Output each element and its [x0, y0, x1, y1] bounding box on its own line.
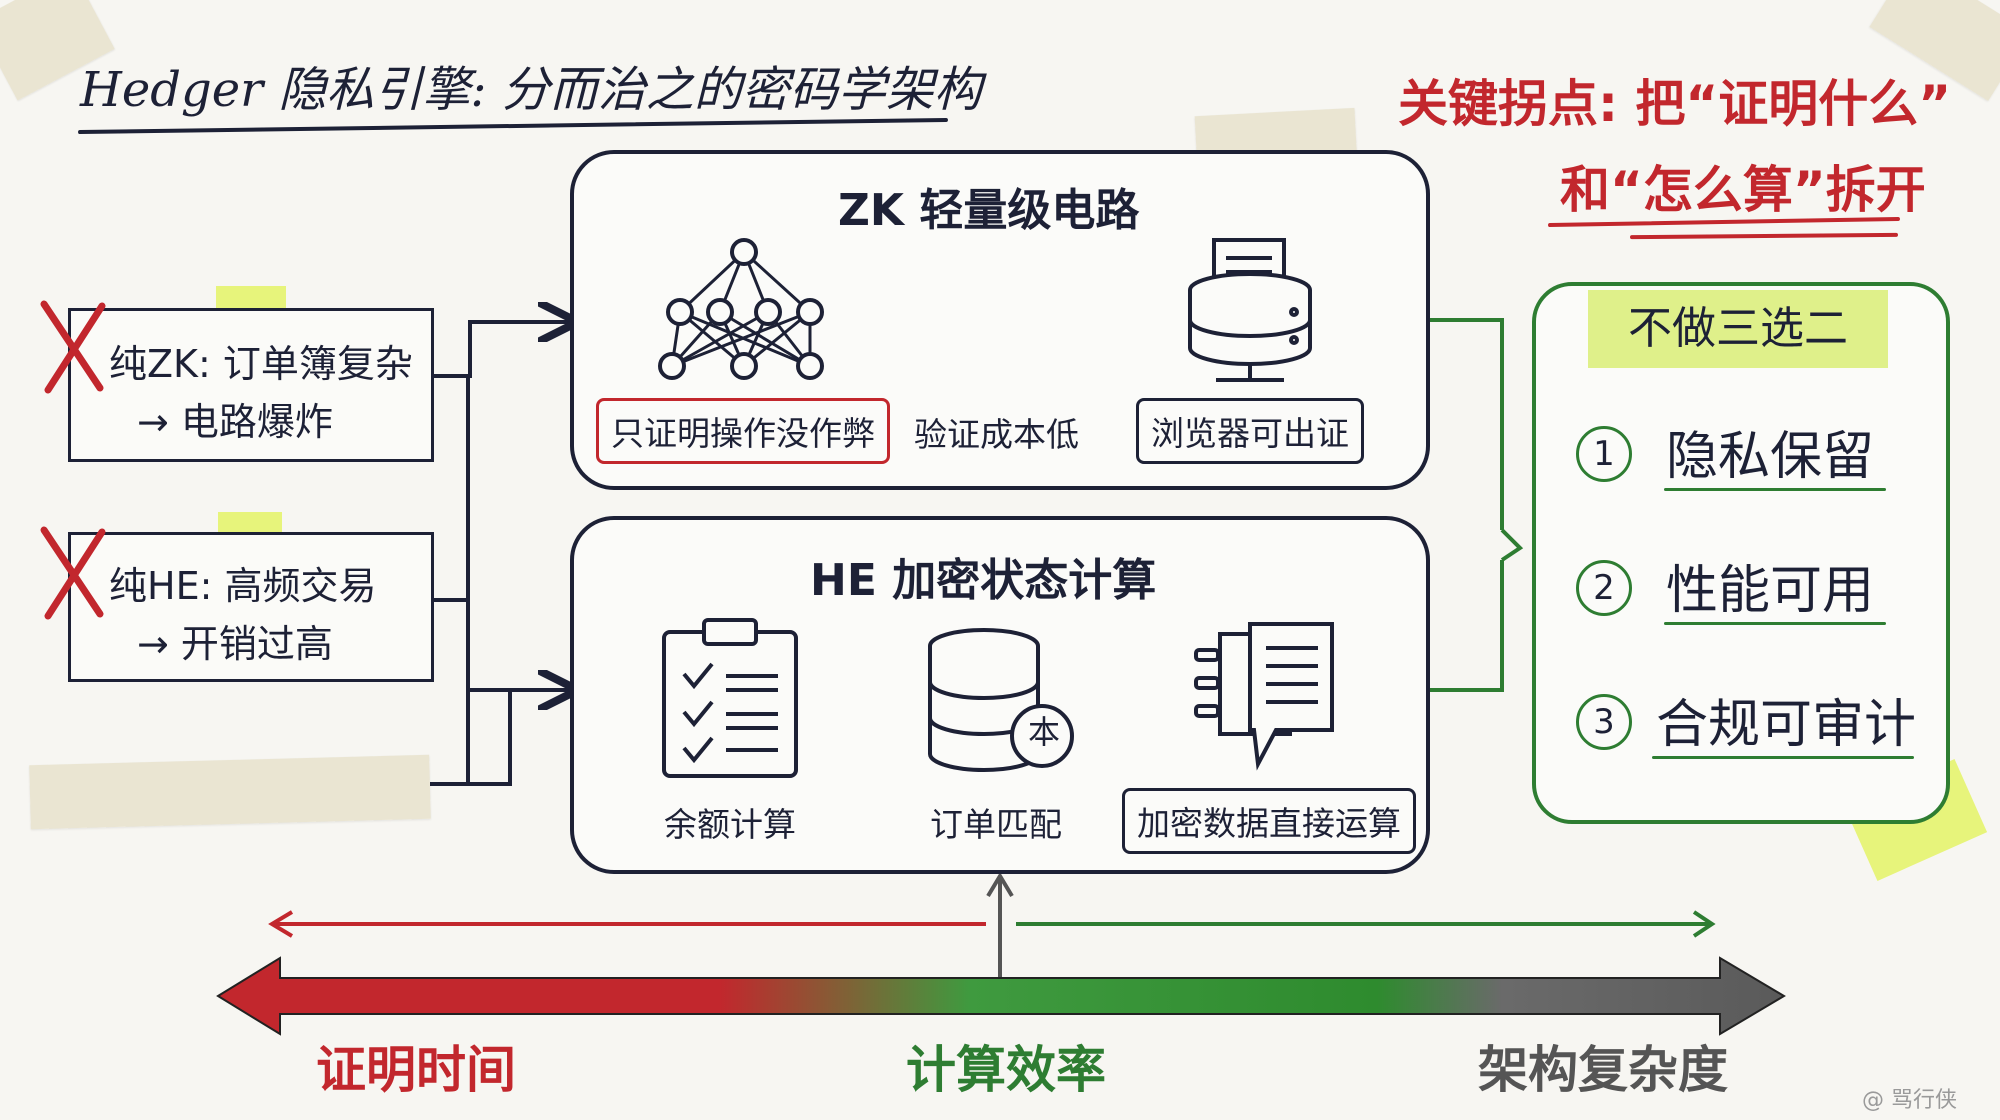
watermark: @ 骂行侠 [1862, 1088, 1957, 1113]
pure-zk-line1: 纯ZK: 订单簿复杂 [109, 342, 413, 386]
he-panel-title: HE 加密状态计算 [810, 555, 1157, 606]
key-point-line2: 和“怎么算”拆开 [1560, 161, 1926, 219]
pure-zk-box: 纯ZK: 订单簿复杂 → 电路爆炸 [68, 308, 434, 462]
cross-mark-icon [40, 300, 106, 394]
item-compliance: 合规可审计 [1656, 695, 1917, 755]
item-performance: 性能可用 [1666, 561, 1875, 621]
pure-he-line1: 纯HE: 高频交易 [109, 564, 377, 608]
cross-mark-icon [40, 526, 106, 620]
server-printer-icon [1188, 238, 1312, 382]
no-tradeoff-heading: 不做三选二 [1588, 290, 1888, 368]
he-label-balance: 余额计算 [664, 805, 796, 844]
checklist-clipboard-icon [662, 618, 798, 778]
axis-label-compute-efficiency: 计算效率 [906, 1041, 1106, 1099]
encrypted-docs-icon [1194, 622, 1334, 771]
key-point-line1: 关键拐点: 把“证明什么” [1398, 75, 1952, 133]
pure-zk-line2: → 电路爆炸 [137, 400, 333, 444]
pure-he-box: 纯HE: 高频交易 → 开销过高 [68, 532, 434, 682]
zk-panel-title: ZK 轻量级电路 [838, 185, 1140, 236]
neural-network-icon [658, 238, 824, 380]
database-icon [928, 628, 1074, 772]
item-number-1: 1 [1576, 426, 1632, 482]
he-label-order-match: 订单匹配 [930, 805, 1062, 844]
zk-label-low-cost: 验证成本低 [914, 415, 1079, 454]
item-number-2: 2 [1576, 560, 1632, 616]
item-privacy: 隐私保留 [1666, 427, 1875, 487]
item-underline [1664, 488, 1886, 491]
zk-label-proof-only: 只证明操作没作弊 [596, 398, 890, 464]
item-underline [1664, 622, 1886, 625]
db-badge: 本 [1027, 713, 1060, 751]
item-number-3: 3 [1576, 694, 1632, 750]
axis-label-proof-time: 证明时间 [316, 1041, 516, 1099]
zk-label-browser-proof: 浏览器可出证 [1136, 398, 1364, 464]
pure-he-line2: → 开销过高 [137, 622, 333, 666]
page-title: Hedger 隐私引擎: 分而治之的密码学架构 [80, 62, 982, 118]
he-label-encrypted-compute: 加密数据直接运算 [1122, 788, 1416, 854]
axis-label-complexity: 架构复杂度 [1478, 1041, 1728, 1099]
item-underline [1652, 756, 1914, 759]
